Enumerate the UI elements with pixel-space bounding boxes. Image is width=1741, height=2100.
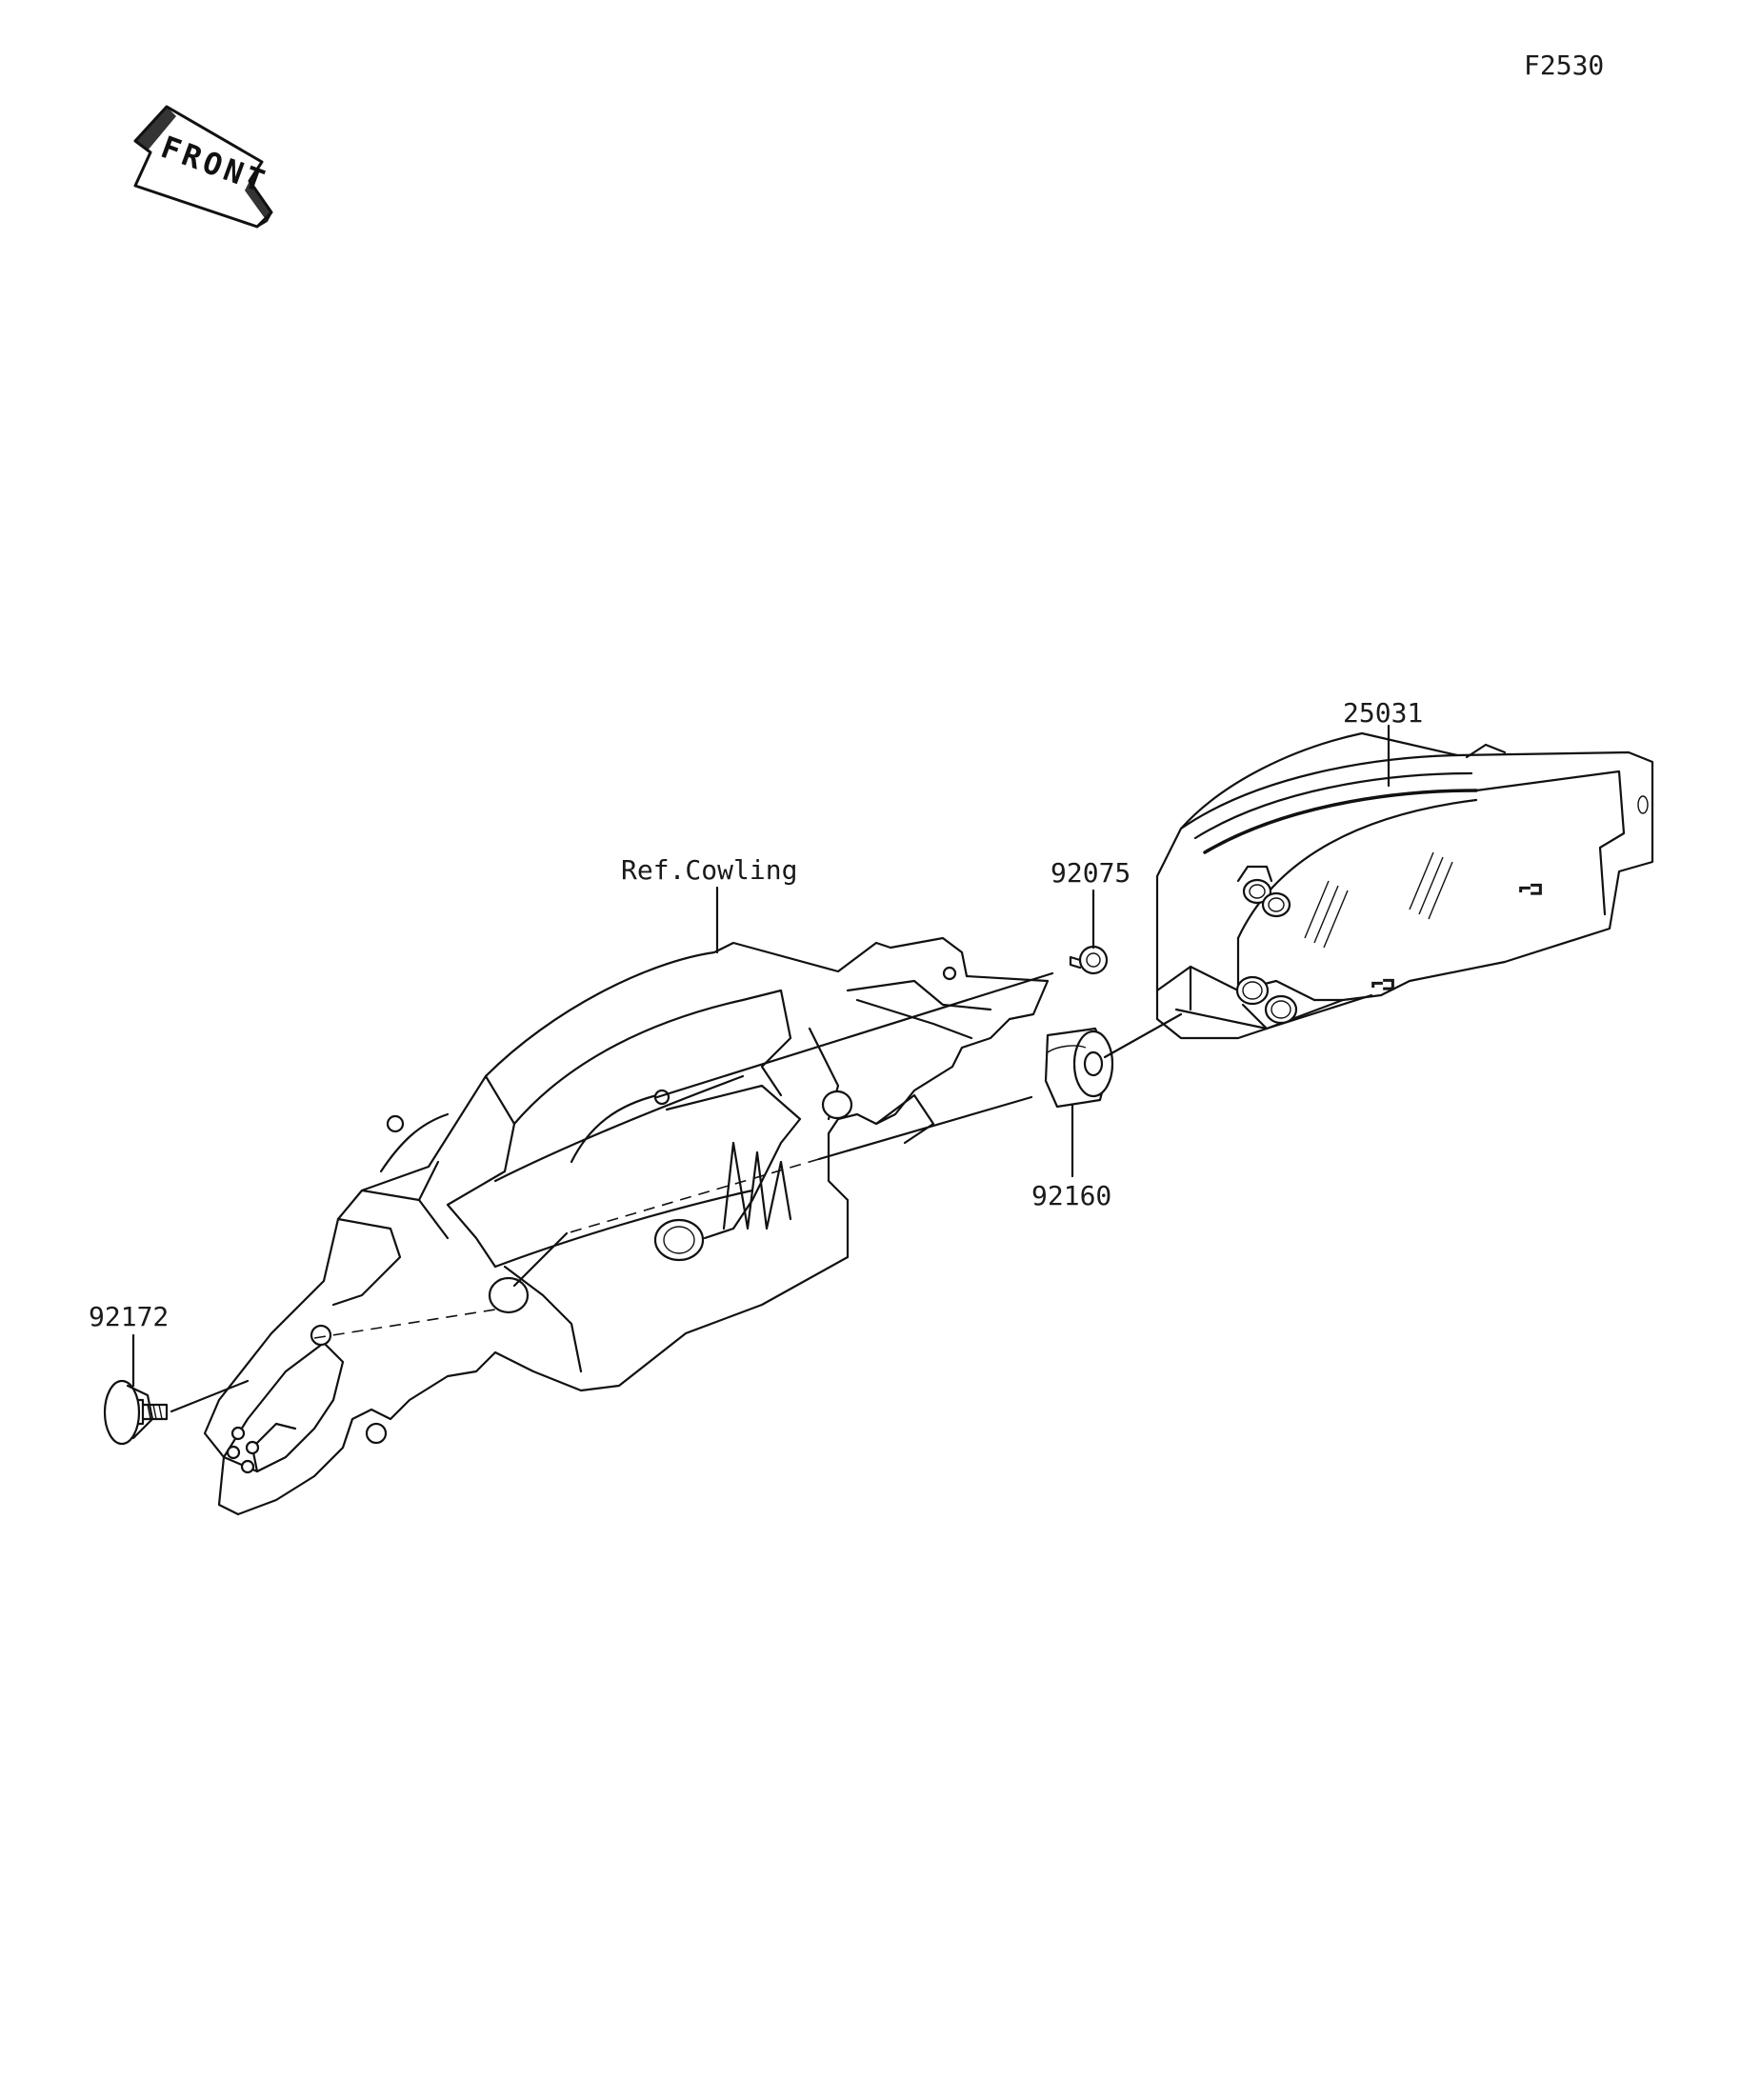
damper-part [1044,1027,1114,1109]
front-arrow-icon: FRONT [133,105,273,229]
svg-text:⌐⊐: ⌐⊐ [1519,877,1542,900]
figure-code: F2530 [1524,50,1604,81]
screw-part [103,1379,169,1446]
cowling-bracket-part [203,936,1050,1516]
meter-assembly-part: ⌐⊐ ⌐⊐ [1155,731,1654,1040]
label-bolt: 92075 [1051,857,1131,889]
label-ref-cowling: Ref.Cowling [621,854,797,886]
label-screw: 92172 [89,1301,169,1332]
label-damper: 92160 [1031,1180,1111,1211]
bolt-part [1069,945,1109,975]
label-meter-assembly: 25031 [1343,697,1423,729]
svg-text:⌐⊐: ⌐⊐ [1371,972,1394,995]
leader-lines [131,724,1391,1413]
